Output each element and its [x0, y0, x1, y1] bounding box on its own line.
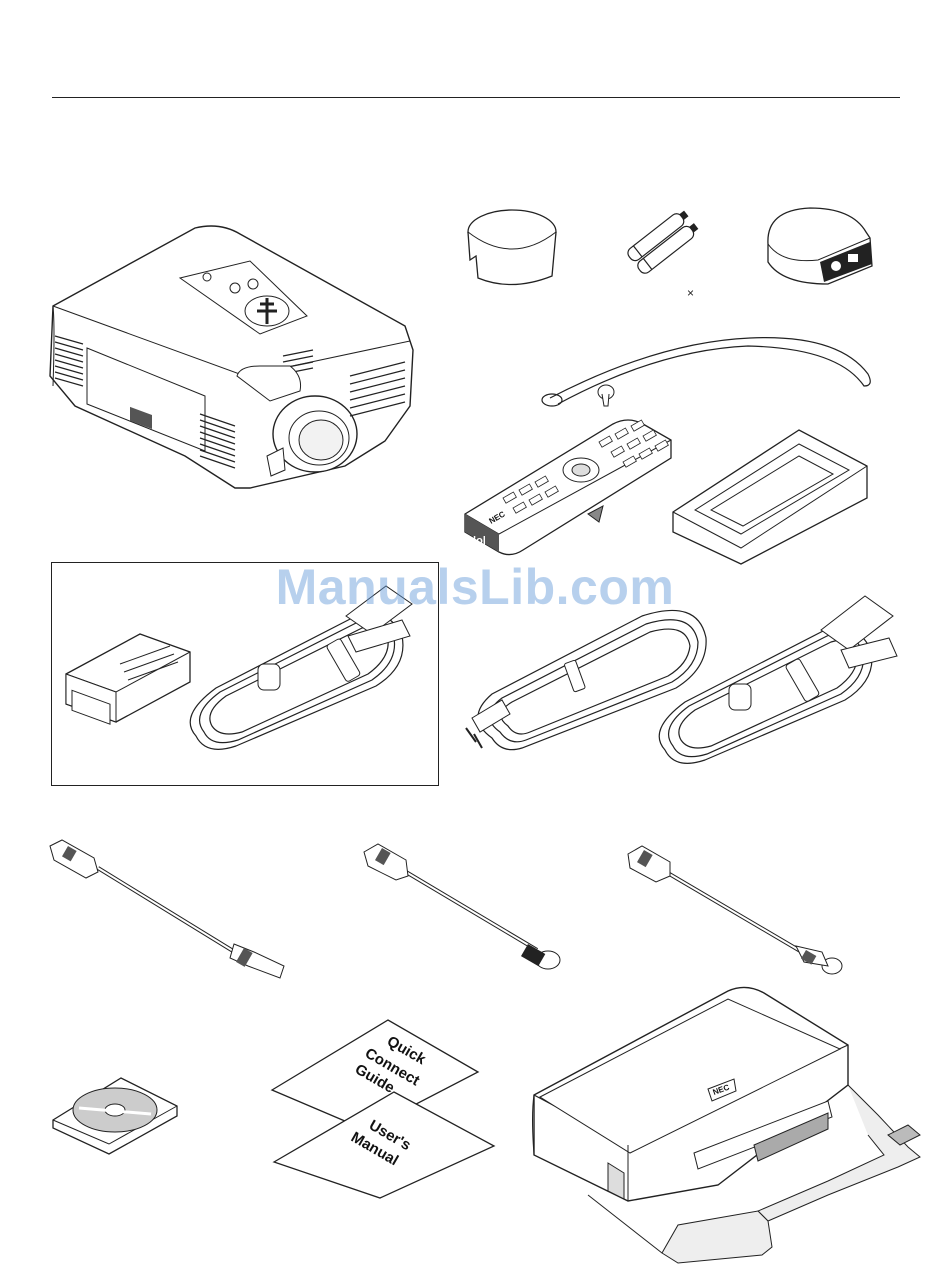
rgb-cable-with-adapter-illustration	[176, 576, 426, 756]
quantity-times-mark: ×	[687, 286, 694, 300]
remote-receiver-illustration	[762, 204, 877, 286]
svg-text:|o|: |o|	[473, 535, 486, 547]
usb-cable-illustration	[48, 836, 293, 981]
remote-control-illustration: |o| NEC	[463, 418, 675, 558]
cable-holder-illustration	[671, 426, 871, 566]
carrying-case-illustration: NEC	[528, 985, 923, 1275]
rgb-signal-cable-illustration	[645, 590, 900, 770]
projector-illustration	[45, 226, 420, 494]
strap-and-rivet-illustration	[538, 334, 878, 416]
batteries-illustration	[625, 214, 705, 272]
users-manual-illustration: User's Manual	[272, 1090, 497, 1200]
cd-rom-illustration	[51, 1076, 181, 1156]
mouse-cable-illustration	[626, 842, 846, 977]
ps2-cable-illustration	[362, 838, 582, 978]
lens-cap-illustration	[466, 208, 561, 288]
header-rule	[52, 97, 900, 98]
